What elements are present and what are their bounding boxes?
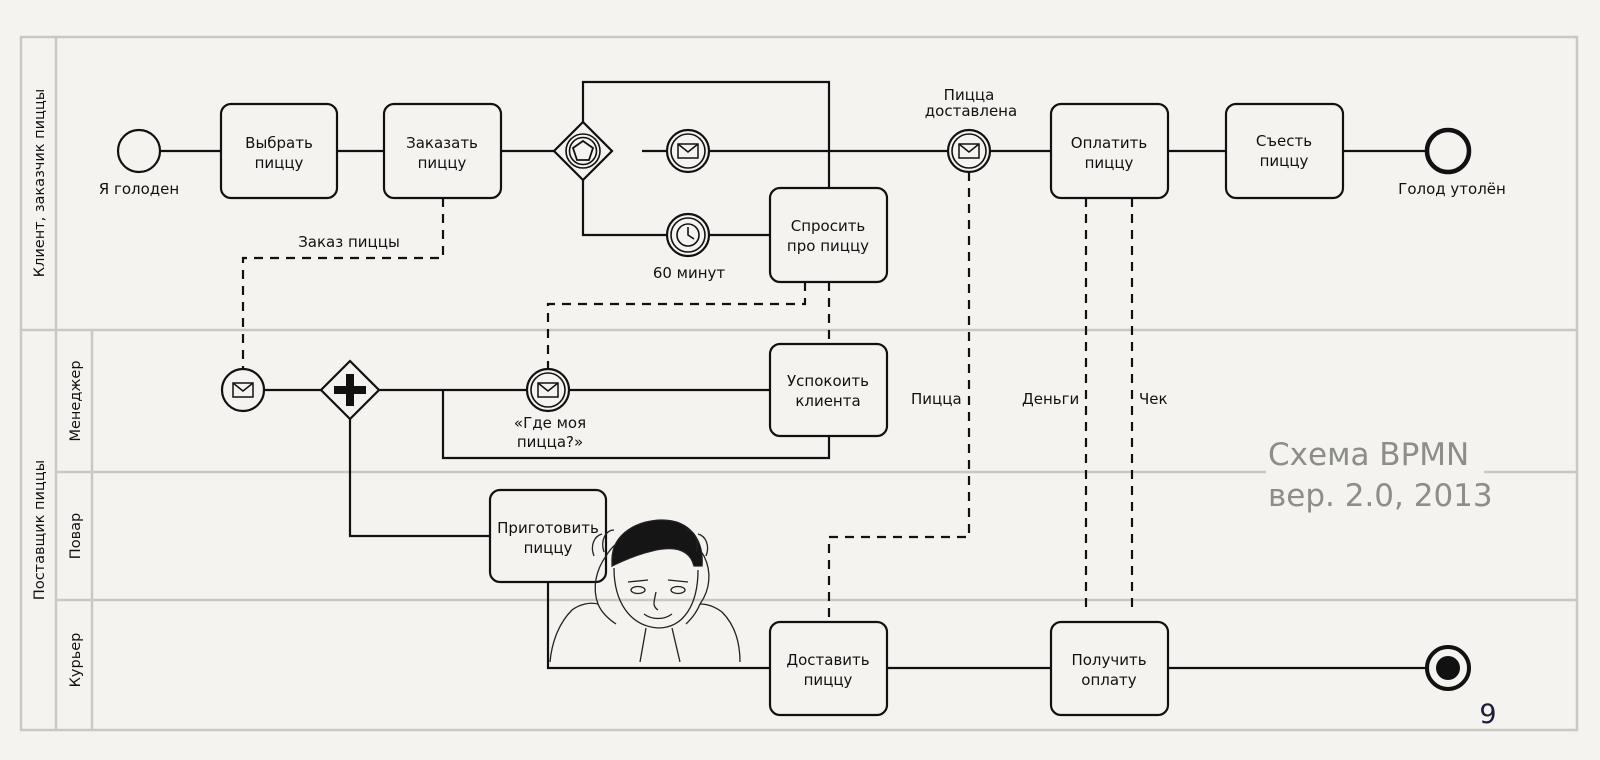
task-label-line1: Приготовить bbox=[497, 519, 599, 537]
task-label-line1: Доставить bbox=[786, 651, 869, 669]
task-label-line1: Оплатить bbox=[1071, 134, 1147, 152]
order-message-label: Заказ пиццы bbox=[298, 233, 400, 251]
meme-face-illustration bbox=[549, 519, 741, 663]
task-label-line2: пиццу bbox=[804, 671, 853, 689]
end-event-label: Голод утолён bbox=[1398, 180, 1506, 198]
sequence-flows bbox=[160, 80, 1427, 670]
task-pay-pizza[interactable]: Оплатить пиццу bbox=[1049, 102, 1170, 200]
task-label-line2: клиента bbox=[795, 392, 860, 410]
task-choose-pizza[interactable]: Выбрать пиццу bbox=[219, 102, 339, 200]
task-label-line2: про пиццу bbox=[787, 237, 869, 255]
where-label-line1: «Где моя bbox=[514, 414, 586, 432]
message-delivered-event[interactable] bbox=[946, 128, 992, 174]
message-catch-event[interactable] bbox=[665, 128, 711, 174]
envelope-icon bbox=[537, 382, 559, 398]
envelope-icon bbox=[232, 382, 254, 398]
task-deliver-pizza[interactable]: Доставить пиццу bbox=[768, 620, 889, 717]
money-flow-label: Деньги bbox=[1022, 390, 1079, 408]
task-label-line2: пиццу bbox=[1085, 154, 1134, 172]
task-calm-client[interactable]: Успокоить клиента bbox=[768, 342, 889, 438]
pool-label-client: Клиент, заказчик пиццы bbox=[32, 89, 48, 277]
task-order-pizza[interactable]: Заказать пиццу bbox=[382, 102, 503, 200]
envelope-icon bbox=[958, 143, 980, 159]
manager-message-start-event[interactable] bbox=[220, 367, 266, 413]
lane-label-cook: Повар bbox=[68, 513, 84, 559]
timer-event[interactable] bbox=[665, 212, 711, 258]
task-label-line1: Спросить bbox=[791, 217, 866, 235]
lane-label-manager: Менеджер bbox=[68, 360, 84, 441]
task-receive-payment[interactable]: Получить оплату bbox=[1049, 620, 1170, 717]
task-label-line2: оплату bbox=[1081, 671, 1137, 689]
task-cook-pizza[interactable]: Приготовить пиццу bbox=[488, 488, 608, 584]
task-label-line2: пиццу bbox=[418, 154, 467, 172]
task-label-line1: Заказать bbox=[406, 134, 478, 152]
start-event[interactable] bbox=[116, 128, 162, 174]
pizza-flow-label: Пицца bbox=[911, 390, 962, 408]
watermark-line2: вер. 2.0, 2013 bbox=[1268, 478, 1493, 514]
where-message-event[interactable] bbox=[525, 367, 571, 413]
message-flows bbox=[241, 172, 1134, 622]
task-label-line2: пиццу bbox=[524, 539, 573, 557]
envelope-icon bbox=[677, 143, 699, 159]
task-label-line2: пиццу bbox=[1260, 152, 1309, 170]
start-event-label: Я голоден bbox=[99, 180, 179, 198]
task-label-line1: Получить bbox=[1071, 651, 1146, 669]
end-event[interactable] bbox=[1424, 127, 1472, 175]
page-number: 9 bbox=[1479, 699, 1496, 730]
task-label-line1: Успокоить bbox=[787, 372, 869, 390]
task-label-line2: пиццу bbox=[255, 154, 304, 172]
lane-label-courier: Курьер bbox=[68, 633, 84, 688]
watermark-line1: Схема BPMN bbox=[1268, 437, 1469, 473]
task-label-line1: Выбрать bbox=[245, 134, 313, 152]
where-label-line2: пицца?» bbox=[517, 433, 583, 451]
clock-icon bbox=[676, 223, 700, 247]
task-eat-pizza[interactable]: Съесть пиццу bbox=[1224, 102, 1345, 200]
delivered-label-line2: доставлена bbox=[925, 102, 1017, 120]
pentagon-icon bbox=[571, 139, 595, 161]
end-event-terminate[interactable] bbox=[1425, 645, 1471, 691]
parallel-gateway[interactable] bbox=[319, 359, 381, 421]
timer-event-label: 60 минут bbox=[653, 264, 726, 282]
event-gateway[interactable] bbox=[552, 120, 614, 182]
delivered-label-line1: Пицца bbox=[944, 86, 995, 104]
task-label-line1: Съесть bbox=[1256, 132, 1312, 150]
receipt-flow-label: Чек bbox=[1139, 390, 1168, 408]
task-ask-about-pizza[interactable]: Спросить про пиццу bbox=[768, 186, 889, 284]
pool-label-supplier: Поставщик пиццы bbox=[32, 460, 48, 600]
